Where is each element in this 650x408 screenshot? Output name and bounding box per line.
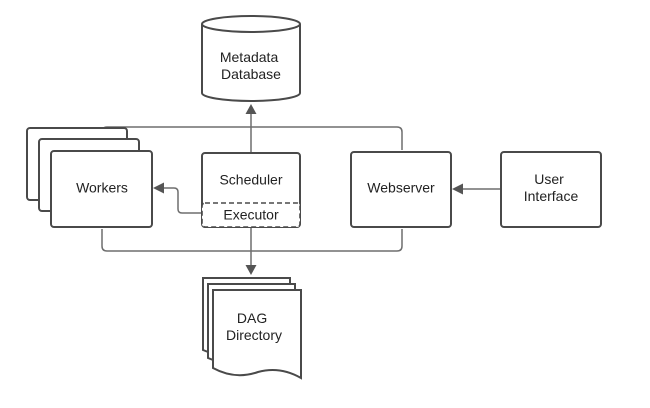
dag-label-line-1: DAG (237, 310, 267, 326)
workers-box (50, 150, 153, 228)
metadata-database-node: Metadata Database (201, 15, 301, 102)
workers-node: Workers (26, 127, 153, 228)
database-label-line-1: Metadata (220, 49, 279, 65)
dag-label-line-2: Directory (226, 327, 282, 343)
arrowhead-webserver (452, 183, 463, 195)
arrowheads (153, 104, 463, 275)
arrowhead-database (245, 104, 257, 114)
svg-text:DAG Directory: DAG Directory (226, 310, 282, 343)
workers-label: Workers (76, 180, 128, 196)
user-interface-label-line-1: User (534, 171, 564, 187)
svg-text:Metadata Database: Metadata Database (220, 49, 282, 82)
dag-document-front-icon (212, 289, 302, 380)
top-bus-line (101, 126, 403, 150)
user-interface-box (500, 151, 602, 228)
user-interface-label-line-2: Interface (524, 188, 579, 204)
webserver-label: Webserver (367, 180, 435, 196)
scheduler-label: Scheduler (219, 172, 282, 188)
arrowhead-workers (153, 182, 164, 194)
dag-directory-node: DAG Directory (202, 277, 302, 380)
webserver-box (350, 151, 452, 228)
edge-executor-to-workers (162, 187, 203, 214)
database-cylinder-top (201, 15, 301, 33)
arrowhead-dag-directory (245, 265, 257, 275)
user-interface-node: User Interface (500, 151, 602, 228)
bottom-bus-line (101, 229, 403, 252)
database-cylinder-icon (201, 24, 301, 102)
webserver-node: Webserver (350, 151, 452, 228)
executor-box (201, 202, 301, 228)
svg-text:User Interface: User Interface (524, 171, 579, 204)
executor-label: Executor (223, 207, 279, 223)
scheduler-node: Scheduler Executor (201, 152, 301, 228)
database-label-line-2: Database (221, 66, 281, 82)
